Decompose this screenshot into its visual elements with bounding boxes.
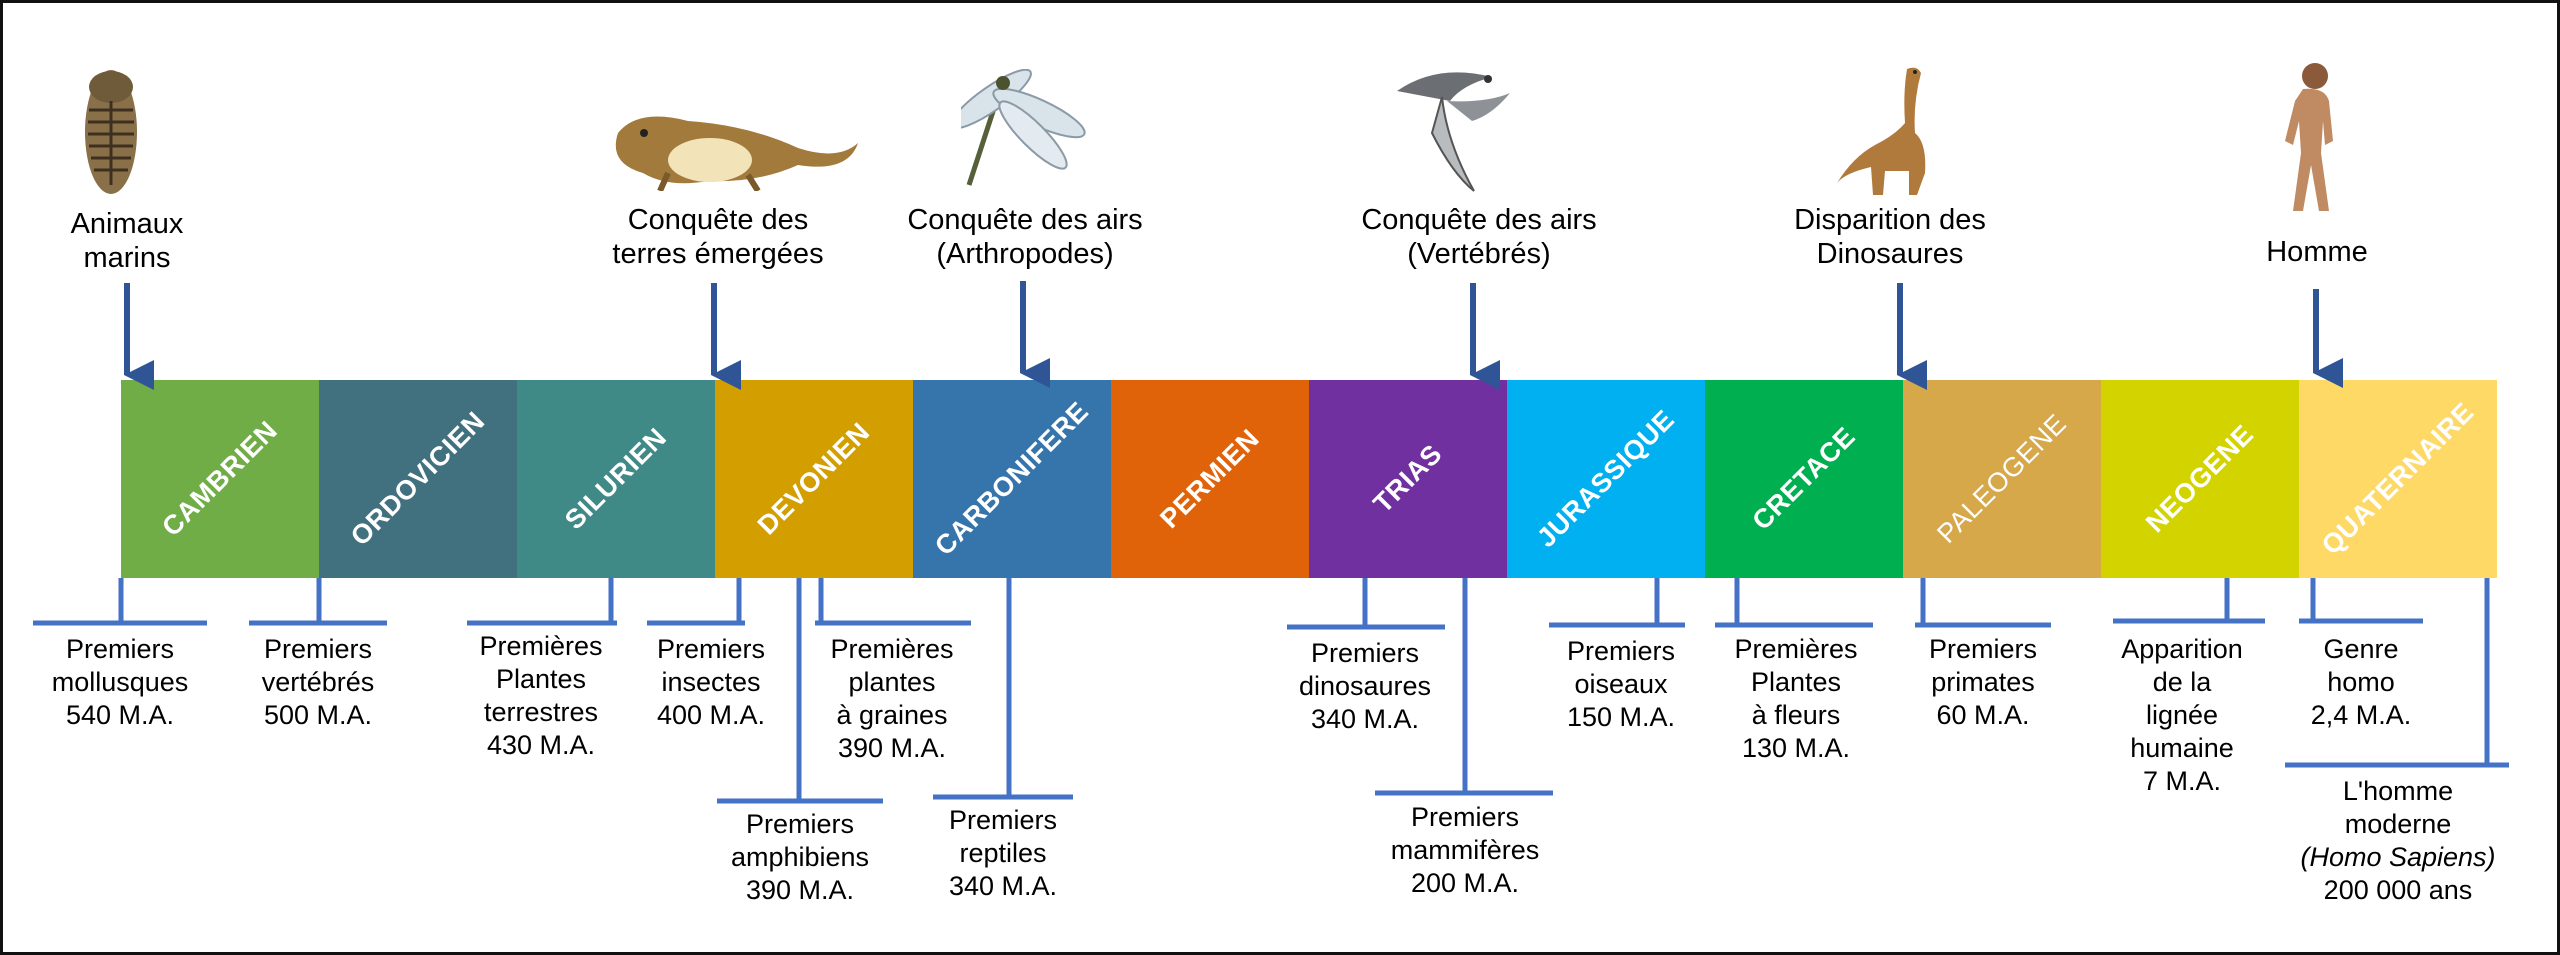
trilobite-icon xyxy=(85,70,137,194)
event-airs-arthropodes: Conquête des airs(Arthropodes) xyxy=(907,204,1143,270)
event-airs-vertebres: Conquête des airs(Vertébrés) xyxy=(1361,204,1597,270)
period-neogene: NEOGENE xyxy=(2101,380,2299,578)
period-ordovicien: ORDOVICIEN xyxy=(319,380,517,578)
event-homme: Homme xyxy=(2266,236,2368,268)
dragonfly-icon xyxy=(961,69,1086,186)
period-devonien: DEVONIEN xyxy=(715,380,913,578)
period-quaternaire: QUATERNAIRE xyxy=(2299,380,2497,578)
period-cambrien: CAMBRIEN xyxy=(121,380,319,578)
period-permien: PERMIEN xyxy=(1111,380,1309,578)
period-jurassique: JURASSIQUE xyxy=(1507,380,1705,578)
amphibian-icon xyxy=(615,116,858,191)
period-cretace: CRETACE xyxy=(1705,380,1903,578)
period-trias: TRIAS xyxy=(1309,380,1507,578)
hominid-icon xyxy=(2285,63,2333,211)
period-carbonifere: CARBONIFERE xyxy=(913,380,1111,578)
dinosaur-icon xyxy=(1837,67,1926,195)
period-paleogene: PALEOGENE xyxy=(1903,380,2101,578)
pterosaur-icon xyxy=(1397,72,1510,192)
connector-lines xyxy=(33,281,2509,804)
period-silurien: SILURIEN xyxy=(517,380,715,578)
